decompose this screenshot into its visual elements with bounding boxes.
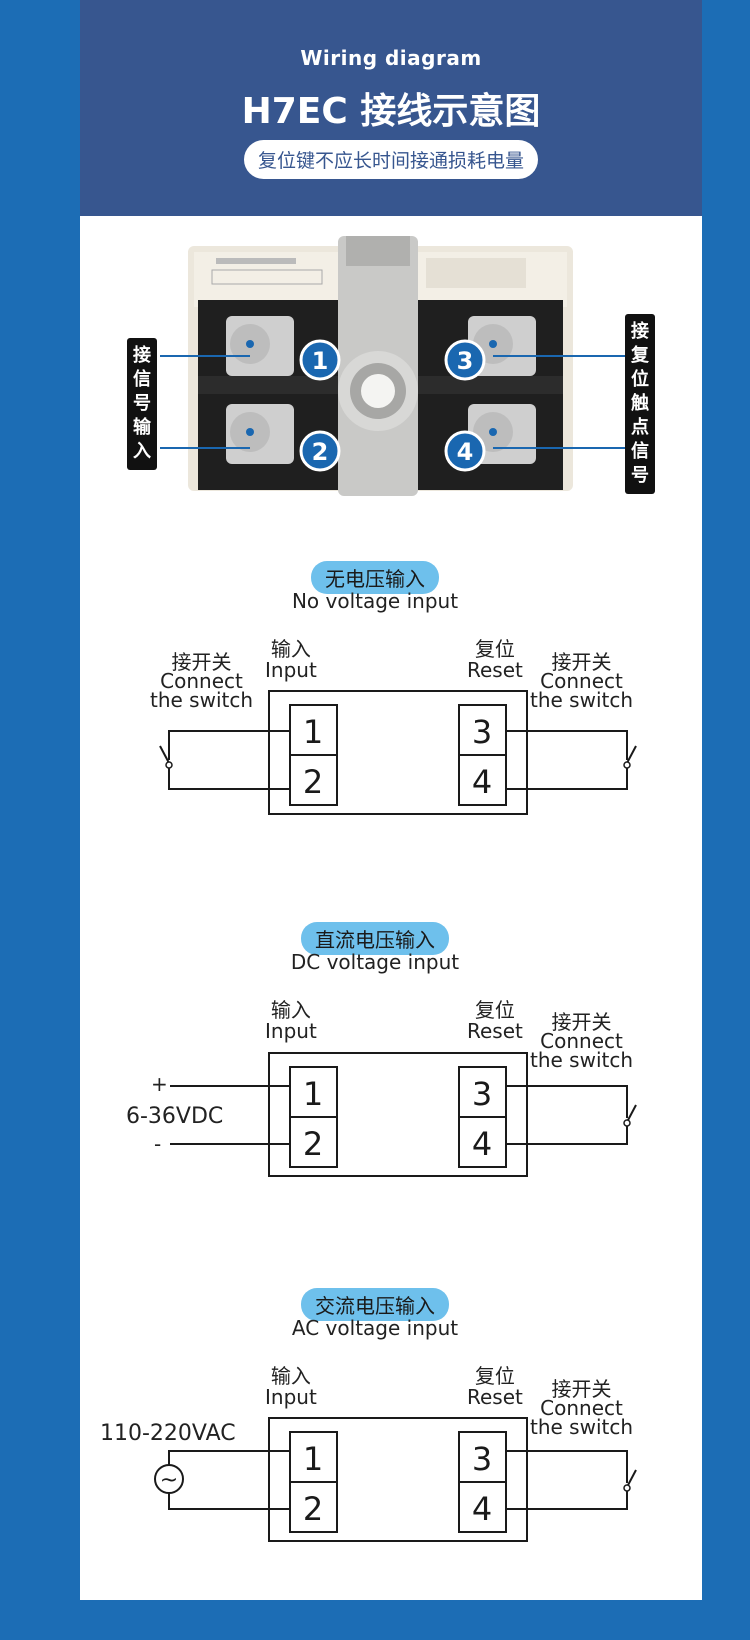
- svg-text:3: 3: [457, 347, 474, 375]
- svg-text:1: 1: [303, 713, 323, 751]
- svg-text:4: 4: [472, 1125, 492, 1163]
- svg-text:2: 2: [303, 1125, 323, 1163]
- svg-text:3: 3: [472, 1075, 492, 1113]
- section-subtitle-ac: AC voltage input: [291, 1316, 459, 1340]
- photo-leader-lines: 1 2 3 4: [160, 339, 625, 472]
- section-subtitle-dc: DC voltage input: [290, 950, 460, 974]
- svg-text:4: 4: [472, 763, 492, 801]
- svg-text:2: 2: [303, 763, 323, 801]
- device-photo: [188, 236, 573, 496]
- wiring-diagram-ac: ~ 1 2 3 4: [154, 1417, 637, 1542]
- terminal-badge-1: 1: [299, 339, 341, 381]
- ac-voltage-label: 110-220VAC: [100, 1421, 236, 1446]
- svg-text:1: 1: [312, 347, 329, 375]
- dc-plus-label: +: [151, 1072, 168, 1096]
- section-title-ac: 交流电压输入: [301, 1288, 449, 1321]
- terminal-badge-4: 4: [444, 430, 486, 472]
- section-title-no-voltage: 无电压输入: [311, 561, 439, 594]
- svg-text:2: 2: [303, 1490, 323, 1528]
- reset-signal-label: 接复位触点信号: [625, 314, 655, 494]
- header-banner: Wiring diagram H7EC 接线示意图 复位键不应长时间接通损耗电量: [80, 0, 702, 216]
- wiring-diagram-dc: 1 2 3 4: [170, 1052, 637, 1177]
- signal-input-label: 接信号输入: [127, 338, 157, 470]
- terminal-badge-3: 3: [444, 339, 486, 381]
- svg-text:1: 1: [303, 1440, 323, 1478]
- section-title-dc: 直流电压输入: [301, 922, 449, 955]
- svg-text:1: 1: [303, 1075, 323, 1113]
- page-title: H7EC 接线示意图: [241, 91, 541, 132]
- svg-text:3: 3: [472, 1440, 492, 1478]
- terminal-badge-2: 2: [299, 430, 341, 472]
- notice-pill: 复位键不应长时间接通损耗电量: [243, 140, 539, 179]
- svg-text:3: 3: [472, 713, 492, 751]
- header-subtitle: Wiring diagram: [300, 46, 482, 70]
- svg-text:4: 4: [472, 1490, 492, 1528]
- screw-1: [226, 316, 294, 376]
- wiring-diagram-no-voltage: 1 2 3 4: [159, 690, 637, 815]
- dc-minus-label: -: [154, 1132, 162, 1156]
- svg-text:2: 2: [312, 438, 329, 466]
- svg-text:4: 4: [457, 438, 474, 466]
- dc-voltage-label: 6-36VDC: [126, 1104, 224, 1129]
- ac-source-icon: ~: [160, 1468, 178, 1493]
- section-subtitle-no-voltage: No voltage input: [291, 589, 459, 613]
